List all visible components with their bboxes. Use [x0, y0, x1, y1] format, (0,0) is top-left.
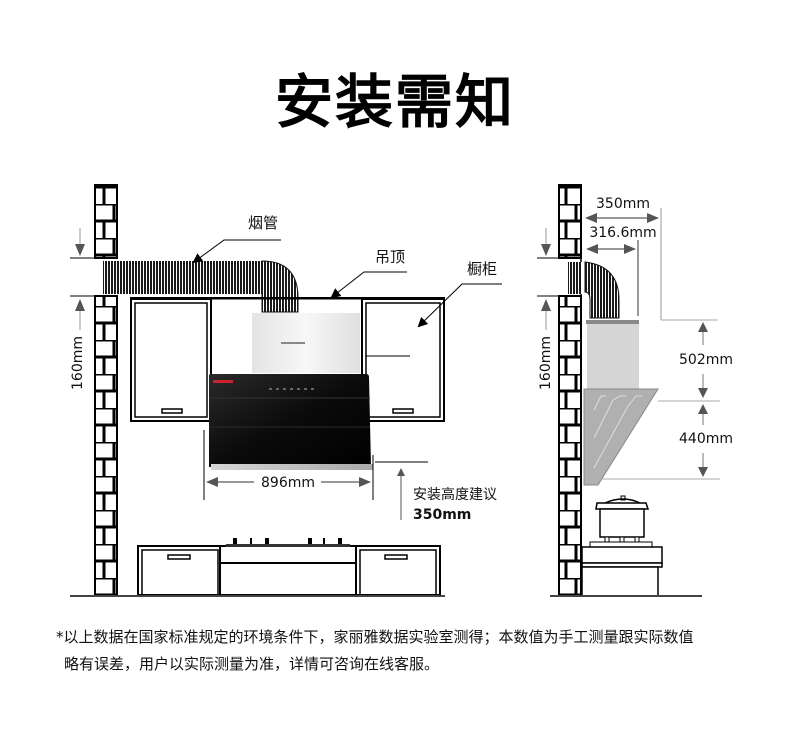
footnote-line-1: *以上数据在国家标准规定的环境条件下，家丽雅数据实验室测得；本数值为手工测量跟实…	[56, 628, 694, 646]
install-height-value: 350mm	[413, 507, 471, 523]
duct-pointer	[192, 239, 281, 264]
front-wall-gap-label: 160mm	[70, 336, 86, 390]
wall-upper	[94, 184, 118, 259]
side-hood-body	[583, 388, 659, 486]
side-wall-gap-label: 160mm	[538, 336, 554, 390]
width-arrow-right-icon	[359, 477, 371, 487]
side-wall-lower	[558, 295, 582, 597]
duct	[103, 261, 265, 294]
footnote: *以上数据在国家标准规定的环境条件下，家丽雅数据实验室测得；本数值为手工测量跟实…	[56, 624, 756, 678]
install-height-arrow-icon	[397, 468, 405, 476]
side-depth-body-label: 316.6mm	[589, 225, 656, 241]
side-duct-elbow	[584, 261, 620, 319]
side-lower-height-label: 440mm	[679, 431, 733, 447]
ceiling-pointer	[330, 271, 407, 299]
side-view: 160mm 350mm 316.6mm 502mm	[537, 184, 733, 597]
wall-gap-arrows	[75, 228, 85, 330]
page-title: 安装需知	[274, 68, 515, 136]
duct-elbow	[261, 260, 299, 313]
base-cabinets	[137, 538, 441, 596]
front-view: 160mm	[70, 184, 502, 597]
install-height-label: 安装高度建议	[413, 486, 497, 503]
cooking-pot	[595, 495, 650, 543]
width-dimension-label: 896mm	[261, 475, 315, 491]
upper-cabinet-right	[361, 298, 445, 422]
cabinet-pointer	[417, 283, 502, 328]
hood-steel-trim	[211, 464, 373, 470]
hood-chimney	[252, 313, 360, 373]
cabinet-label: 橱柜	[467, 260, 497, 278]
width-arrow-left-icon	[206, 477, 218, 487]
side-wall-upper	[558, 184, 582, 259]
cooktop	[226, 544, 350, 547]
side-wall-gap-arrows	[541, 228, 551, 330]
side-upper-height-label: 502mm	[679, 352, 733, 368]
side-hood-chimney	[587, 324, 639, 392]
ceiling-label: 吊顶	[375, 248, 405, 266]
wall-lower	[94, 295, 118, 597]
footnote-line-2: 略有误差，用户以实际测量为准，详情可咨询在线客服。	[64, 655, 440, 673]
duct-label: 烟管	[248, 214, 278, 232]
side-depth-total-label: 350mm	[596, 196, 650, 212]
side-base-cabinet	[581, 546, 663, 597]
upper-cabinet-left	[130, 298, 212, 422]
range-hood	[209, 374, 373, 470]
